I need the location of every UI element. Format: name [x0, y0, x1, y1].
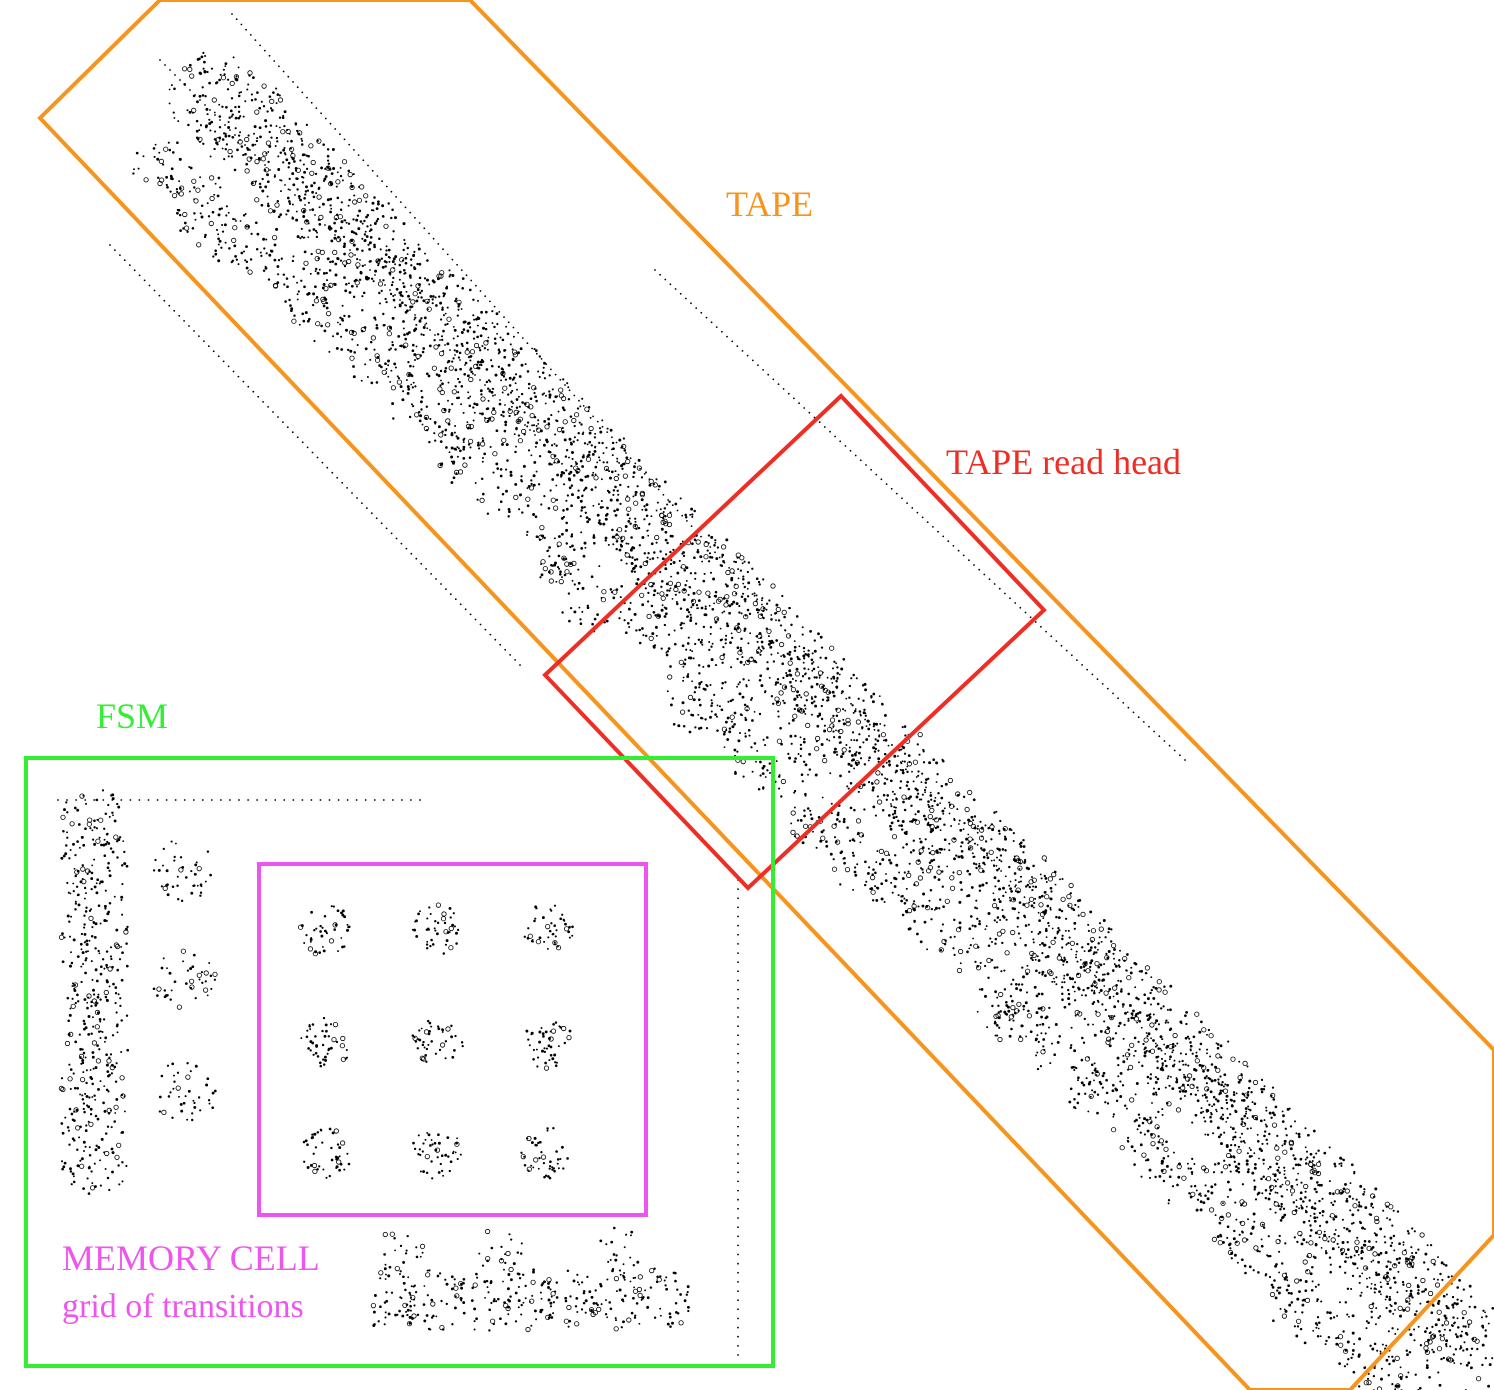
memory-cell-box	[257, 862, 648, 1217]
memory-cell-sublabel: grid of transitions	[62, 1288, 304, 1325]
read-head-label: TAPE read head	[946, 442, 1182, 482]
fsm-box	[24, 756, 775, 1368]
automaton-pattern	[57, 13, 1494, 1390]
tape-label: TAPE	[726, 184, 814, 224]
memory-cell-label: MEMORY CELL	[62, 1238, 320, 1278]
fsm-label: FSM	[96, 696, 169, 736]
read-head-box	[542, 393, 1047, 891]
